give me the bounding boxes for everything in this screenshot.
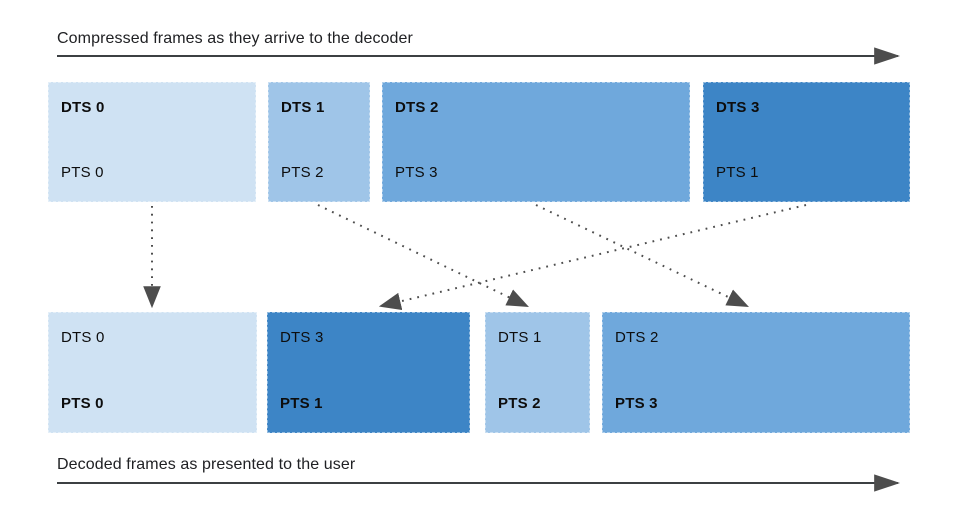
decoded-frame-dts3: DTS 3 PTS 1 [267, 312, 470, 433]
mapping-arrow-dts1-to-pts2 [317, 204, 529, 307]
decoded-frame-dts1: DTS 1 PTS 2 [485, 312, 590, 433]
dts-label: DTS 1 [498, 329, 542, 346]
decoded-frame-dts2: DTS 2 PTS 3 [602, 312, 910, 433]
dts-label: DTS 3 [280, 329, 324, 346]
compressed-frame-dts0: DTS 0 PTS 0 [48, 82, 256, 202]
dts-label: DTS 0 [61, 329, 105, 346]
dts-label: DTS 2 [395, 99, 439, 116]
compressed-frames-axis-label: Compressed frames as they arrive to the … [57, 30, 413, 47]
pts-label: PTS 3 [615, 395, 658, 412]
pts-label: PTS 0 [61, 395, 104, 412]
pts-label: PTS 1 [716, 164, 759, 181]
compressed-frame-dts3: DTS 3 PTS 1 [703, 82, 910, 202]
pts-label: PTS 3 [395, 164, 438, 181]
decoded-frame-dts0: DTS 0 PTS 0 [48, 312, 257, 433]
pts-label: PTS 1 [280, 395, 323, 412]
dts-label: DTS 3 [716, 99, 760, 116]
dts-label: DTS 2 [615, 329, 659, 346]
dts-label: DTS 0 [61, 99, 105, 116]
pts-label: PTS 0 [61, 164, 104, 181]
mapping-arrow-dts2-to-pts3 [535, 204, 749, 307]
dts-label: DTS 1 [281, 99, 325, 116]
pts-label: PTS 2 [498, 395, 541, 412]
compressed-frame-dts1: DTS 1 PTS 2 [268, 82, 370, 202]
compressed-frame-dts2: DTS 2 PTS 3 [382, 82, 690, 202]
mapping-arrow-dts3-to-pts1 [378, 204, 807, 310]
decoded-frames-axis-label: Decoded frames as presented to the user [57, 456, 356, 473]
pts-label: PTS 2 [281, 164, 324, 181]
